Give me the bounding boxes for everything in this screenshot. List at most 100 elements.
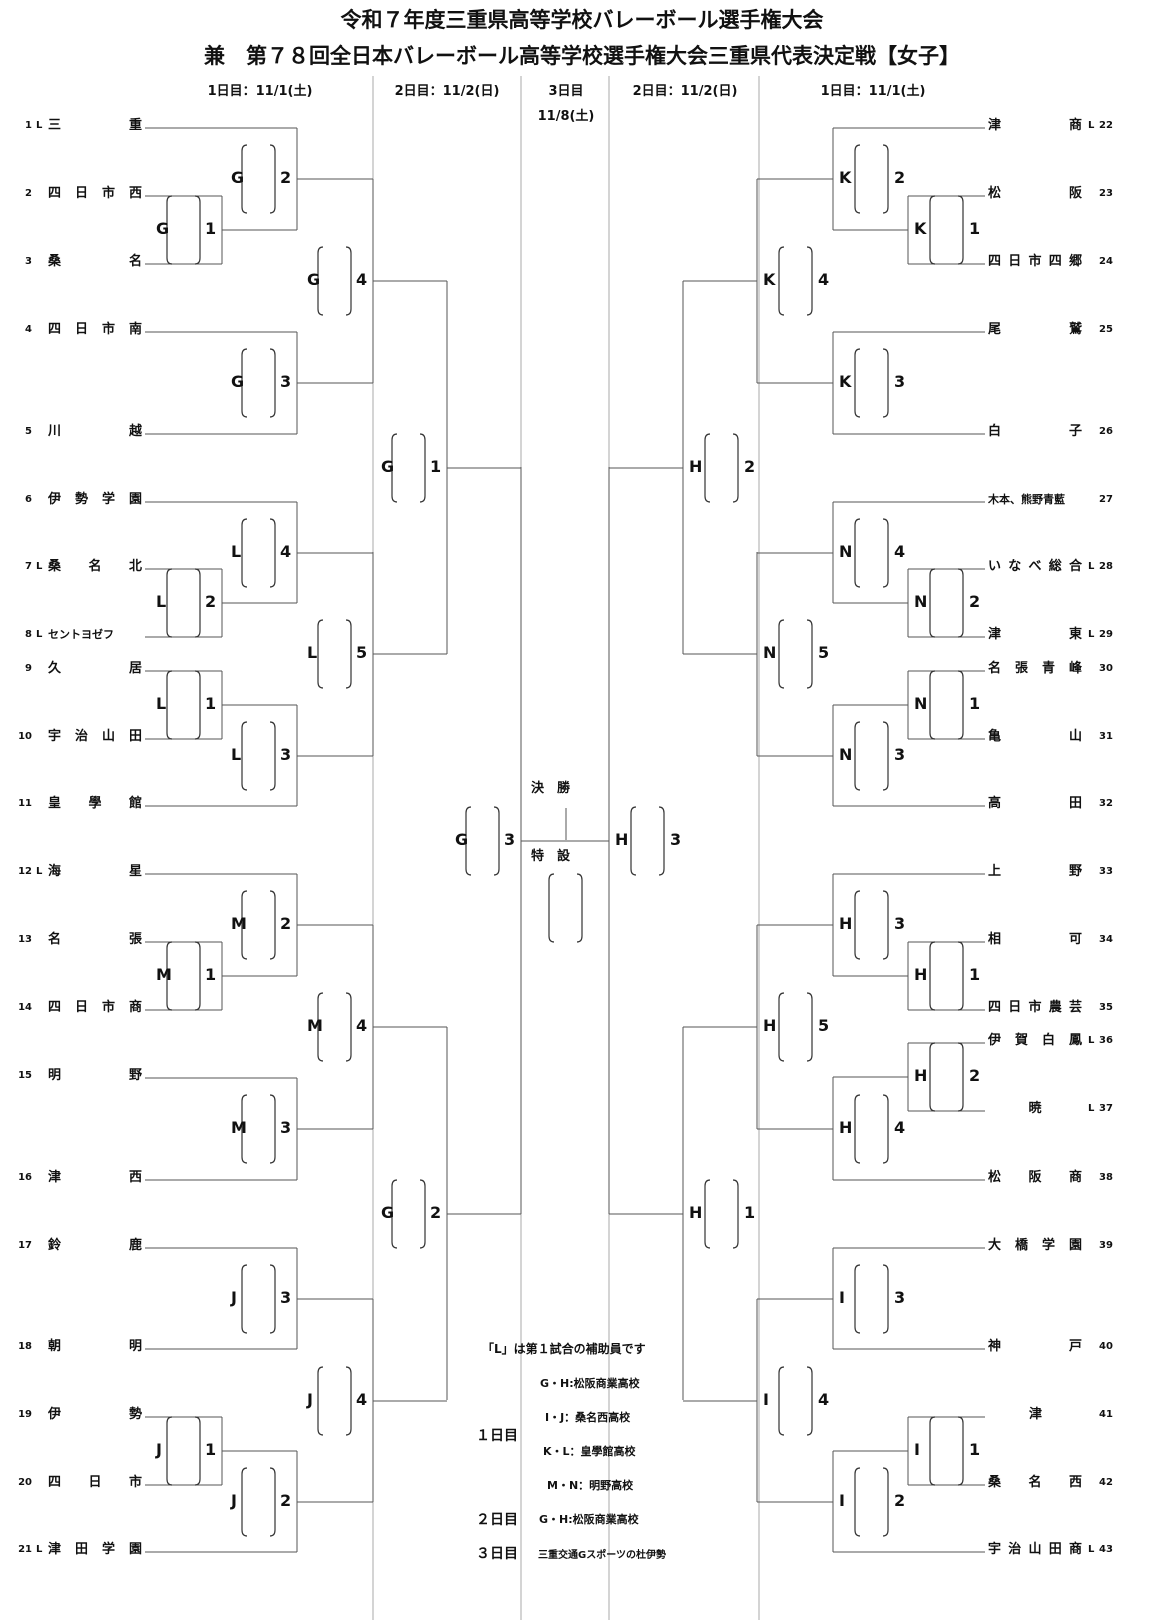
seed-number: 26 (1099, 426, 1113, 437)
match-number: 4 (356, 1390, 368, 1409)
match-score-box (166, 941, 201, 1011)
team-name: 伊勢 (48, 1407, 142, 1422)
match-group-letter: I (763, 1390, 769, 1409)
match-group-letter: H (689, 457, 703, 476)
header-day3-date: 11/8(土) (537, 109, 595, 124)
match-group-letter: N (763, 643, 777, 662)
seed-number: 15 (18, 1070, 32, 1081)
match-group-letter: L (231, 542, 242, 561)
team-name: 皇學館 (48, 796, 142, 811)
match-score-box (166, 568, 201, 638)
match-number: 3 (894, 372, 906, 391)
team-name: 大橋学園 (988, 1238, 1082, 1253)
seed-number: 2 (25, 188, 32, 199)
match-number: 4 (356, 270, 368, 289)
team-name: 津 (1029, 1407, 1043, 1422)
match-group-letter: N (839, 542, 853, 561)
match-group-letter: G (231, 168, 245, 187)
team-name: 神戸 (988, 1339, 1082, 1354)
match-score-box (241, 518, 276, 588)
legend-day1-label: １日目 (476, 1428, 518, 1444)
match-number: 2 (205, 592, 217, 611)
seed-number: 19 (18, 1409, 32, 1420)
legend-day3-item: 三重交通Gスポーツの杜伊勢 (538, 1550, 667, 1561)
match-number: 5 (818, 643, 830, 662)
seed-number: 6 (25, 494, 32, 505)
match-number: 3 (894, 1288, 906, 1307)
seed-number: 28 (1099, 561, 1113, 572)
seed-number: 8 (25, 629, 32, 640)
match-group-letter: N (914, 592, 928, 611)
match-number: 1 (969, 694, 981, 713)
match-score-box (854, 1467, 889, 1537)
seed-number: 30 (1099, 663, 1113, 674)
match-score-box (929, 941, 964, 1011)
seed-number: 39 (1099, 1240, 1113, 1251)
team-name: 亀山 (988, 729, 1082, 744)
l-marker: L (36, 1544, 43, 1555)
seed-number: 22 (1099, 120, 1113, 131)
seed-number: 16 (18, 1172, 32, 1183)
match-group-letter: G (381, 1203, 395, 1222)
match-group-letter: K (839, 372, 852, 391)
match-group-letter: K (839, 168, 852, 187)
match-score-box (929, 1416, 964, 1486)
match-number: 1 (205, 1440, 217, 1459)
team-name: 三重 (48, 118, 142, 133)
match-group-letter: H (839, 914, 853, 933)
header-left-day2: 2日目：11/2(日) (394, 84, 500, 99)
match-score-box (317, 619, 352, 689)
match-number: 4 (280, 542, 292, 561)
match-number: 3 (670, 830, 682, 849)
seed-number: 34 (1099, 934, 1113, 945)
match-score-box (391, 433, 426, 503)
match-number: 1 (969, 1440, 981, 1459)
match-group-letter: L (156, 694, 167, 713)
seed-number: 32 (1099, 798, 1113, 809)
l-marker: L (36, 866, 43, 877)
seed-number: 10 (18, 731, 32, 742)
match-number: 2 (969, 592, 981, 611)
match-number: 4 (818, 270, 830, 289)
match-score-box (241, 890, 276, 960)
l-marker: L (1088, 1103, 1095, 1114)
team-name: セントヨゼフ (48, 628, 114, 641)
match-group-letter: H (914, 965, 928, 984)
match-score-box (854, 518, 889, 588)
match-number: 1 (205, 219, 217, 238)
match-number: 3 (894, 914, 906, 933)
match-group-letter: G (156, 219, 170, 238)
match-number: 3 (280, 1288, 292, 1307)
l-marker: L (1088, 120, 1095, 131)
match-score-box (317, 246, 352, 316)
team-name: 明野 (48, 1068, 142, 1083)
match-group-letter: H (763, 1016, 777, 1035)
seed-number: 36 (1099, 1035, 1113, 1046)
match-group-letter: G (231, 372, 245, 391)
match-group-letter: L (156, 592, 167, 611)
team-name: 高田 (988, 796, 1082, 811)
match-number: 2 (969, 1066, 981, 1085)
match-group-letter: J (307, 1390, 313, 1409)
seed-number: 37 (1099, 1103, 1113, 1114)
seed-number: 40 (1099, 1341, 1113, 1352)
team-name: 四日市 (48, 1475, 142, 1490)
match-score-box (704, 433, 739, 503)
seed-number: 24 (1099, 256, 1113, 267)
match-group-letter: H (615, 830, 629, 849)
match-group-letter: M (307, 1016, 323, 1035)
match-score-box (317, 1366, 352, 1436)
match-score-box (854, 1264, 889, 1334)
match-group-letter: K (914, 219, 927, 238)
match-score-box (778, 619, 813, 689)
seed-number: 27 (1099, 494, 1113, 505)
seed-number: 38 (1099, 1172, 1113, 1183)
seed-number: 12 (18, 866, 32, 877)
l-marker: L (1088, 1035, 1095, 1046)
match-group-letter: G (455, 830, 469, 849)
seed-number: 11 (18, 798, 32, 809)
team-name: 津商 (988, 118, 1082, 133)
legend-day1-item: M・N：明野高校 (547, 1479, 634, 1492)
title-line-1: 令和７年度三重県高等学校バレーボール選手権大会 (340, 8, 824, 32)
seed-number: 41 (1099, 1409, 1113, 1420)
